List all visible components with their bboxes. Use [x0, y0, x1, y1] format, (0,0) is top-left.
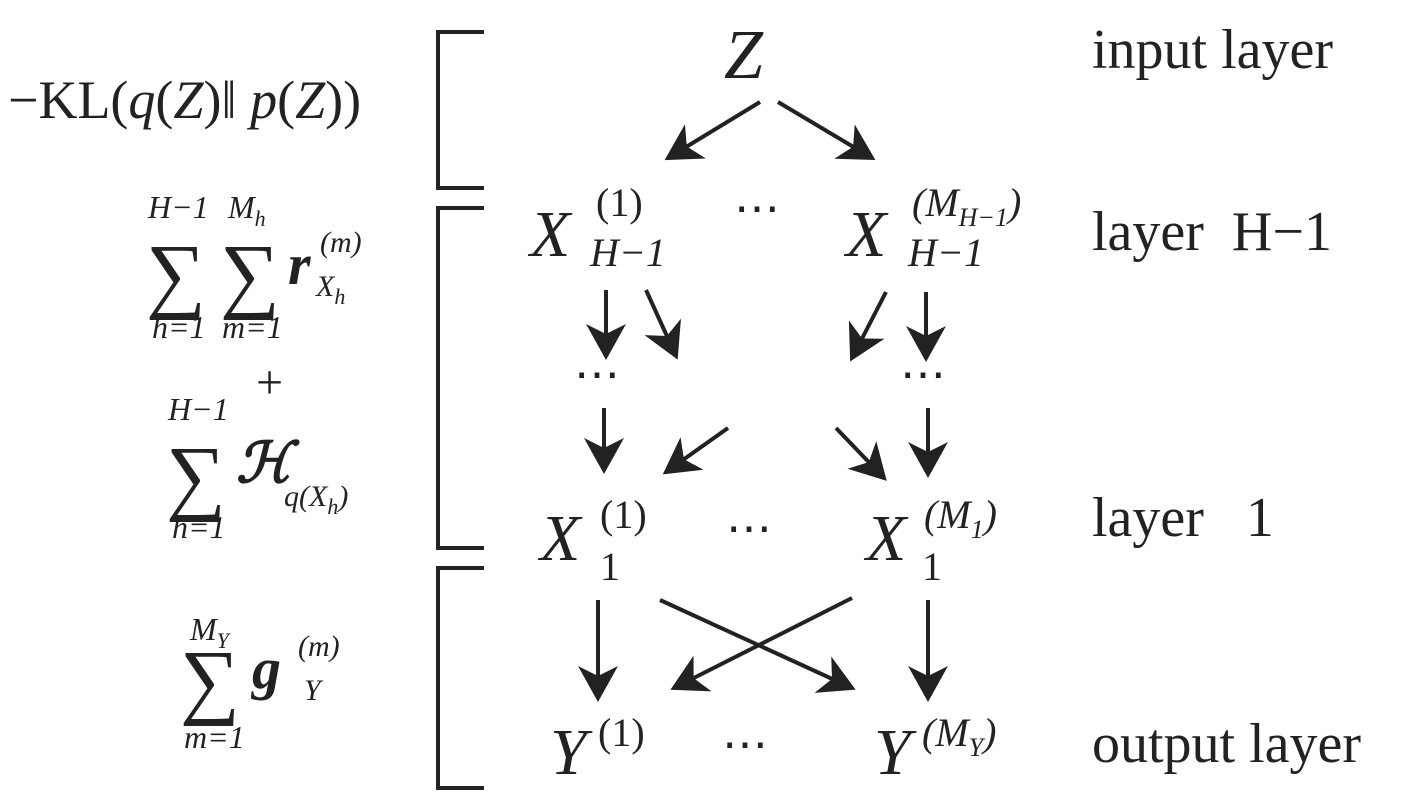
- sum-g-upper: MY: [189, 611, 232, 653]
- svg-text:1: 1: [922, 544, 942, 589]
- sum-r-lower1: h=1: [152, 309, 206, 345]
- ellipsis-mid-right: ⋯: [900, 349, 946, 400]
- bracket-input: [436, 30, 484, 190]
- node-x-top-left: X (1) H−1: [527, 180, 666, 275]
- sum-r-sub: Xh: [315, 270, 345, 309]
- sum-g-sup: (m): [298, 630, 340, 663]
- sum-g-sigma: ∑: [180, 634, 240, 727]
- sum-r-lower2: m=1: [222, 309, 283, 345]
- sum-r-upper1: H−1: [147, 189, 209, 225]
- svg-text:(MH−1): (MH−1): [912, 180, 1021, 232]
- svg-text:H−1: H−1: [589, 230, 666, 275]
- node-z: Z: [724, 17, 764, 94]
- node-y-right: Y (MY): [874, 710, 996, 789]
- edge-x1r-to-y1: [670, 596, 853, 692]
- edge-z-to-x-left: [664, 100, 762, 161]
- svg-text:(1): (1): [600, 492, 647, 537]
- sum-g-symbol: g: [250, 636, 281, 701]
- sum-r-sup: (m): [320, 226, 362, 259]
- sum-h-lower: h=1: [172, 509, 226, 545]
- kl-term: −KL(q(Z)‖ p(Z)): [8, 70, 361, 130]
- label-input-layer: input layer: [1092, 19, 1333, 81]
- sum-h-sigma: ∑: [166, 430, 226, 523]
- edge-xtr-diag: [848, 291, 888, 362]
- edges: [578, 100, 948, 702]
- entropy-symbol: ℋ: [236, 433, 300, 495]
- sum-r-symbol: r: [288, 232, 311, 297]
- bracket-hidden: [436, 206, 484, 550]
- svg-text:X: X: [863, 502, 909, 575]
- entropy-sub: q(Xh): [284, 480, 348, 519]
- svg-text:H−1: H−1: [907, 230, 984, 275]
- edge-xtl-diag: [644, 289, 681, 360]
- svg-text:X: X: [537, 502, 583, 575]
- svg-text:(M1): (M1): [924, 492, 997, 544]
- bracket-output: [436, 566, 484, 790]
- sum-g-sub: Y: [304, 674, 324, 707]
- svg-text:(1): (1): [596, 180, 643, 225]
- svg-text:(1): (1): [598, 710, 645, 755]
- ellipsis-top: ⋯: [734, 183, 780, 234]
- ellipsis-mid-left: ⋯: [574, 349, 620, 400]
- ellipsis-output: ⋯: [722, 719, 768, 770]
- svg-text:−KL(q(Z)‖ p(Z)): −KL(q(Z)‖ p(Z)): [8, 70, 361, 130]
- node-x-top-right: X (MH−1) H−1: [843, 180, 1021, 275]
- svg-text:X: X: [527, 198, 573, 271]
- svg-text:X: X: [843, 198, 889, 271]
- node-y-left: Y (1): [550, 710, 645, 789]
- plus-sign: +: [256, 356, 283, 409]
- label-layer-1: layer 1: [1092, 487, 1274, 549]
- sum-g-term: MY ∑ m=1 g (m) Y: [180, 611, 340, 755]
- ellipsis-layer1: ⋯: [726, 503, 772, 554]
- edge-x1l-to-ymy: [659, 598, 856, 693]
- svg-text:Y: Y: [874, 716, 917, 789]
- sum-r-upper2: Mh: [227, 189, 266, 231]
- sum-r-sigma2: ∑: [220, 228, 280, 321]
- edge-z-to-x-right: [776, 100, 876, 161]
- svg-text:(MY): (MY): [922, 710, 996, 762]
- sum-h-upper: H−1: [167, 391, 229, 427]
- edge-mid-center-right: [834, 426, 887, 481]
- label-output-layer: output layer: [1092, 713, 1361, 775]
- label-layer-h-minus-1: layer H−1: [1092, 201, 1332, 263]
- sum-r-sigma1: ∑: [146, 228, 206, 321]
- sum-entropy-term: H−1 ∑ h=1 ℋ q(Xh): [166, 391, 348, 545]
- node-x-bot-left: X (1) 1: [537, 492, 647, 589]
- svg-text:1: 1: [600, 544, 620, 589]
- edge-mid-center-left: [662, 426, 730, 475]
- sum-r-term: H−1 ∑ h=1 Mh ∑ m=1 r (m) Xh: [146, 189, 362, 345]
- node-x-bot-right: X (M1) 1: [863, 492, 997, 589]
- svg-text:Y: Y: [550, 716, 593, 789]
- sum-g-lower: m=1: [184, 719, 245, 755]
